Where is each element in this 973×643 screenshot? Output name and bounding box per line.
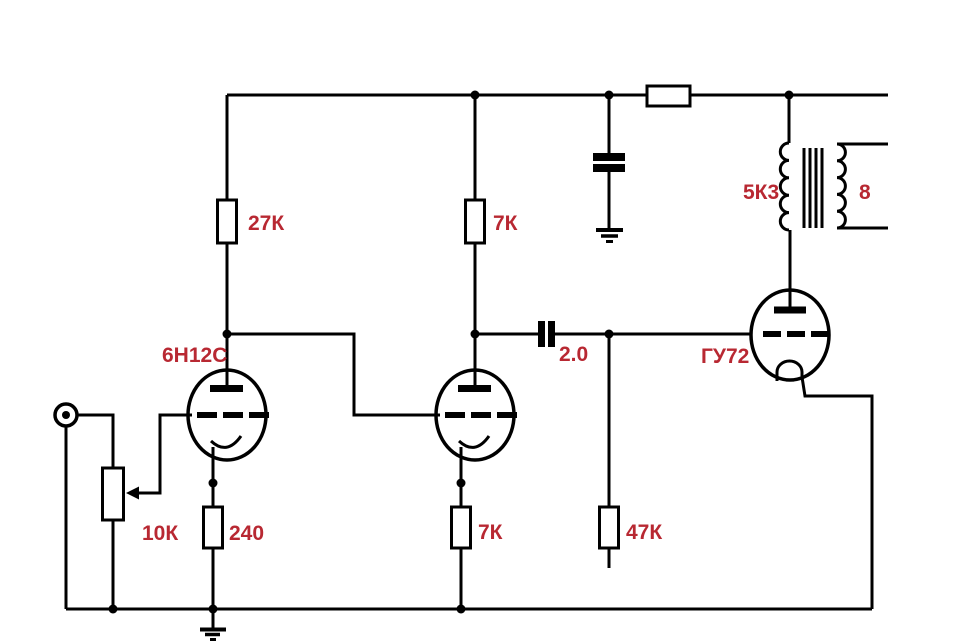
- tube3-cathode: [775, 359, 804, 381]
- junction-dot: [222, 329, 232, 339]
- wiring: [64, 93, 888, 628]
- ground-symbol-main: [200, 627, 226, 641]
- input-wire: [77, 413, 115, 468]
- junction-dot: [784, 90, 794, 100]
- output-transformer: [778, 141, 888, 232]
- xfmr-core: [802, 148, 824, 228]
- label-pot-input: 10К: [142, 522, 178, 545]
- resistor-anode-2: [464, 198, 486, 245]
- labels: 27К 7К 5К3 8 6Н12С 2.0 ГУ72 10К 240 7К 4…: [142, 181, 871, 545]
- junction-dot: [604, 90, 614, 100]
- label-xfmr-secondary: 8: [859, 181, 871, 204]
- tube-output-gu72: [749, 288, 831, 382]
- junction-dot: [208, 478, 218, 488]
- xfmr-primary-coil: [778, 141, 790, 232]
- resistor-grid-output: [598, 505, 620, 550]
- filter-cap-plates: [593, 153, 625, 172]
- interstage-wire: [227, 332, 440, 417]
- tube1-cathode: [209, 435, 243, 449]
- label-resistor-grid-output: 47К: [626, 521, 662, 544]
- label-xfmr-primary: 5К3: [743, 181, 779, 204]
- resistor-supply: [645, 84, 692, 108]
- xfmr-secondary-leads: [837, 142, 888, 230]
- pot-body: [101, 466, 125, 522]
- input-jack: [53, 402, 79, 428]
- ground-symbol-filter: [596, 228, 623, 243]
- junction-dot: [108, 604, 118, 614]
- volume-pot: [101, 466, 139, 522]
- filter-capacitor: [593, 153, 625, 172]
- pot-wiper-wire: [138, 413, 192, 495]
- label-resistor-anode-2: 7К: [493, 212, 518, 235]
- pot-wiper-arrow-icon: [126, 486, 139, 500]
- junction-dot: [208, 604, 218, 614]
- junctions: [108, 90, 794, 614]
- junction-dot: [470, 329, 480, 339]
- label-tube-output: ГУ72: [701, 345, 749, 368]
- output-cathode-wire: [800, 376, 874, 609]
- input-jack-pin: [62, 411, 70, 419]
- xfmr-secondary-coil: [836, 142, 847, 230]
- label-resistor-cathode-2: 7К: [478, 521, 503, 544]
- coupling-capacitor: [538, 321, 555, 347]
- label-tube-input: 6Н12С: [162, 344, 227, 367]
- resistor-cathode-1: [202, 505, 224, 550]
- label-resistor-anode-1: 27К: [248, 212, 284, 235]
- input-jack-ring: [53, 402, 79, 428]
- label-cap-coupling: 2.0: [559, 343, 588, 366]
- junction-dot: [470, 90, 480, 100]
- junction-dot: [456, 478, 466, 488]
- tube-input-triode: [160, 368, 269, 462]
- coupling-cap-plates: [538, 321, 555, 347]
- resistor-anode-1: [216, 198, 238, 245]
- junction-dot: [604, 329, 614, 339]
- label-resistor-cathode-1: 240: [229, 522, 264, 545]
- tube2-cathode: [457, 435, 491, 449]
- tube-driver-triode: [434, 368, 517, 462]
- junction-dot: [456, 604, 466, 614]
- resistor-cathode-2: [450, 505, 472, 550]
